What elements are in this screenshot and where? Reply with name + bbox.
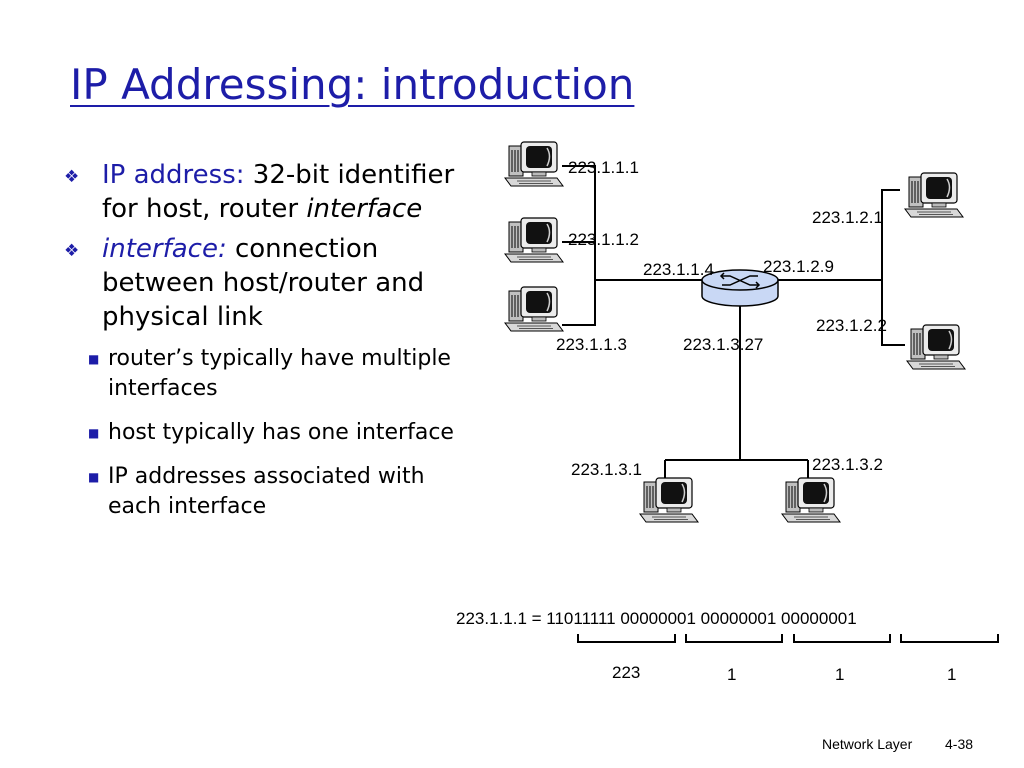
octet-value: 1 <box>835 665 844 684</box>
footer-title: Network Layer <box>822 736 913 752</box>
square-bullet-icon: ■ <box>88 352 100 366</box>
sub-bullet-text: host typically has one interface <box>108 420 454 445</box>
host-address-label: 223.1.3.2 <box>812 455 883 474</box>
page-title: IP Addressing: introduction <box>70 60 635 109</box>
host-address-label: 223.1.1.2 <box>568 230 639 249</box>
sub-bullet-list: ■ router’s typically have multiple interf… <box>88 344 462 522</box>
sub-bullet-text: IP addresses associated with each interf… <box>108 464 425 519</box>
bullet-ip-address: ❖ IP address: 32-bit identifier for host,… <box>62 158 462 226</box>
sub-bullet: ■ router’s typically have multiple interf… <box>62 344 462 404</box>
sub-bullet-text: router’s typically have multiple interfa… <box>108 346 451 401</box>
octet-value: 1 <box>727 665 736 684</box>
square-bullet-icon: ■ <box>88 470 100 484</box>
diamond-bullet-icon: ❖ <box>64 241 80 261</box>
sub-bullet: ■ host typically has one interface <box>62 418 462 448</box>
router-interface-label: 223.1.2.9 <box>763 257 834 276</box>
host-address-label: 223.1.3.1 <box>571 460 642 479</box>
octet-brackets <box>577 634 999 643</box>
octet-value: 223 <box>612 663 640 682</box>
page-number: 4-38 <box>945 736 974 752</box>
octet-value: 1 <box>947 665 956 684</box>
host-computer-icon <box>504 286 564 332</box>
bullet-text: 32-bit identifier for host, router <box>102 160 455 224</box>
diamond-bullet-icon: ❖ <box>64 167 80 187</box>
host-computer-icon <box>781 477 841 523</box>
host-address-label: 223.1.2.1 <box>812 208 883 227</box>
square-bullet-icon: ■ <box>88 426 100 440</box>
links <box>562 165 905 480</box>
bullet-term: IP address: <box>102 160 245 190</box>
sub-bullet: ■ IP addresses associated with each inter… <box>62 462 462 522</box>
bullet-list: ❖ IP address: 32-bit identifier for host,… <box>62 158 462 536</box>
host-address-label: 223.1.1.1 <box>568 158 639 177</box>
host-computer-icon <box>639 477 699 523</box>
bullet-interface: ❖ interface: connection between host/rout… <box>62 232 462 522</box>
router-icon <box>701 269 779 307</box>
router-interface-label: 223.1.1.4 <box>643 260 714 279</box>
bullet-term: interface: <box>102 234 227 264</box>
host-computer-icon <box>904 172 964 218</box>
host-address-label: 223.1.1.3 <box>556 335 627 354</box>
router-interface-label: 223.1.3.27 <box>683 335 763 354</box>
bullet-text: connection between host/router and physi… <box>102 234 425 332</box>
host-computer-icon <box>906 324 966 370</box>
binary-address-label: 223.1.1.1 = 11011111 00000001 00000001 0… <box>456 609 857 628</box>
bullet-emphasis: interface <box>306 194 423 224</box>
host-computer-icon <box>504 141 564 187</box>
host-address-label: 223.1.2.2 <box>816 316 887 335</box>
host-computer-icon <box>504 217 564 263</box>
